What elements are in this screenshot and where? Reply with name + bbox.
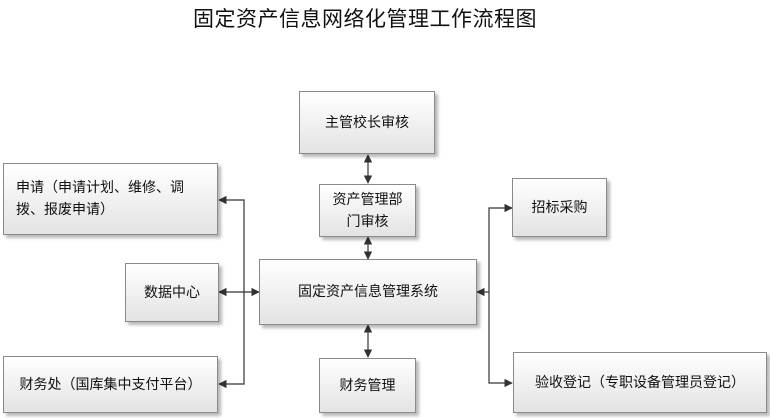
link-to-acceptance — [488, 292, 513, 388]
diagram-title: 固定资产信息网络化管理工作流程图 — [193, 7, 537, 31]
node-principal-review: 主管校长审核 — [299, 91, 435, 154]
link-to-apply — [218, 195, 245, 292]
node-apply: 申请（申请计划、维修、调拨、报废申请） — [3, 163, 218, 235]
node-finance-office: 财务处（国库集中支付平台） — [3, 356, 218, 413]
node-purchase: 招标采购 — [512, 178, 607, 237]
node-acceptance: 验收登记（专职设备管理员登记） — [513, 352, 767, 413]
node-system: 固定资产信息管理系统 — [259, 259, 477, 325]
link-to-finance-office — [218, 292, 245, 389]
node-data-center: 数据中心 — [125, 263, 219, 322]
node-dept-review: 资产管理部门审核 — [319, 184, 416, 237]
link-to-purchase — [488, 203, 513, 292]
node-finance-management: 财务管理 — [319, 358, 416, 413]
